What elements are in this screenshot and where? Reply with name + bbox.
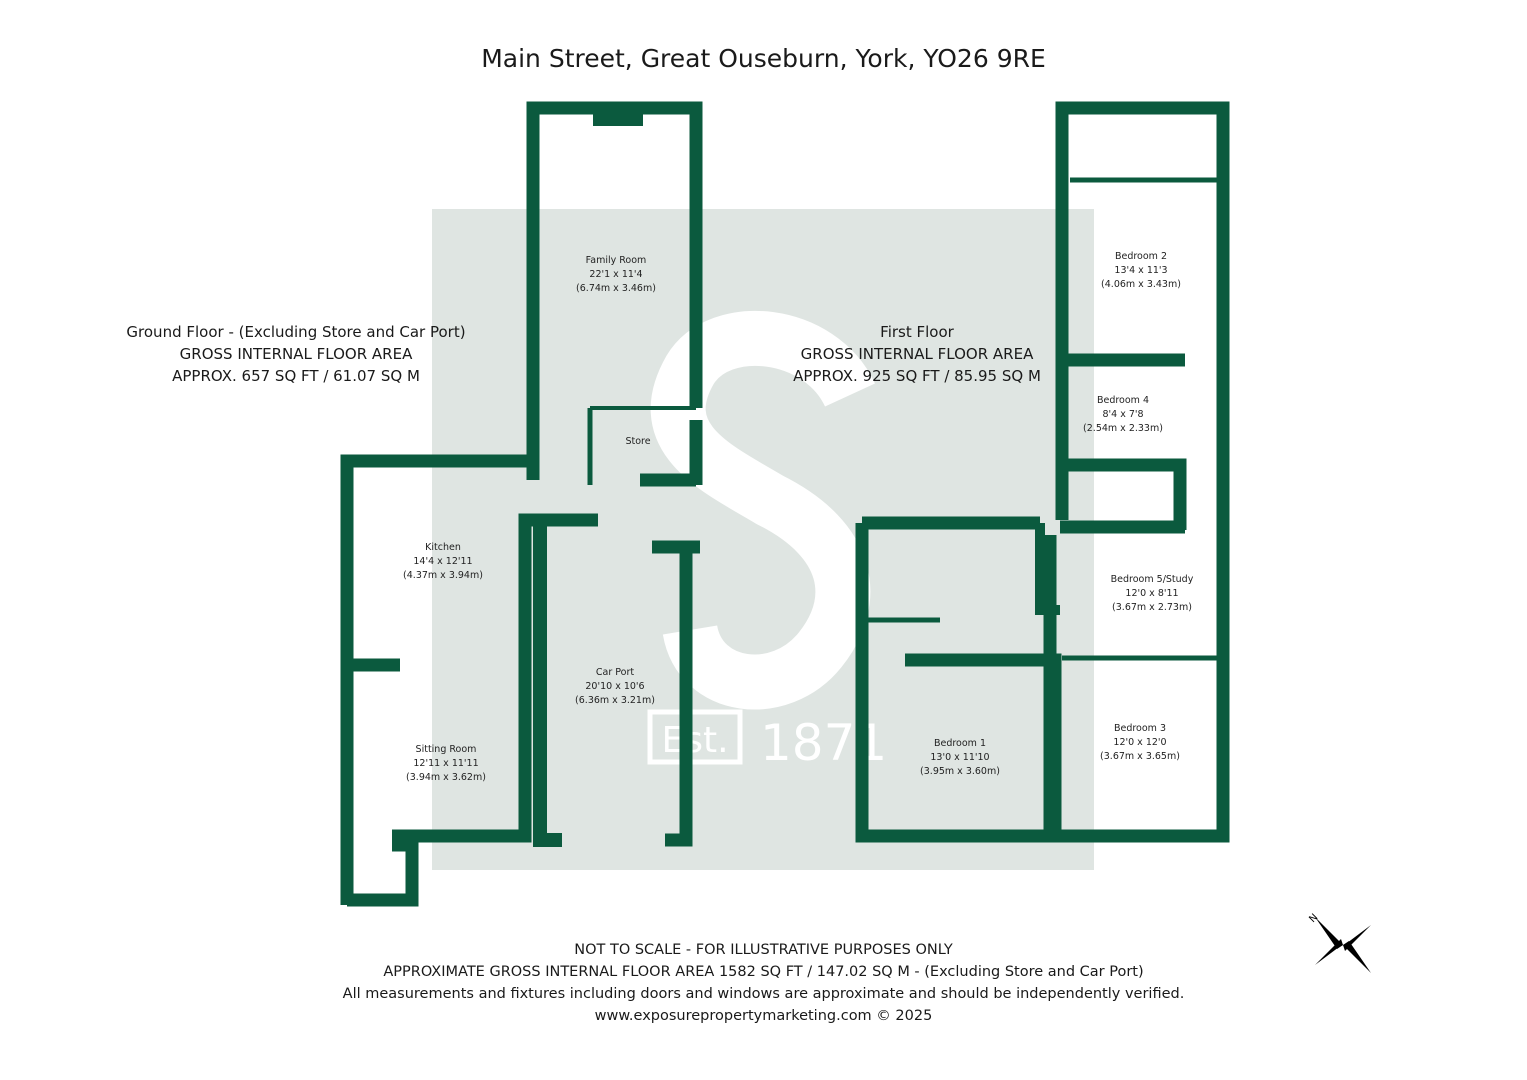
svg-text:N: N bbox=[1307, 912, 1320, 925]
scale-disclaimer: NOT TO SCALE - FOR ILLUSTRATIVE PURPOSES… bbox=[574, 942, 953, 958]
first-floor-gia-label: GROSS INTERNAL FLOOR AREA bbox=[800, 345, 1034, 363]
website-copyright: www.exposurepropertymarketing.com © 2025 bbox=[594, 1008, 933, 1024]
measurement-disclaimer: All measurements and fixtures including … bbox=[342, 986, 1185, 1002]
walls-ground-floor bbox=[340, 101, 703, 907]
room-store: Store bbox=[625, 436, 651, 447]
first-floor-area: First Floor GROSS INTERNAL FLOOR AREA AP… bbox=[717, 321, 1117, 387]
ground-floor-area: Ground Floor - (Excluding Store and Car … bbox=[96, 321, 496, 387]
ground-floor-label: Ground Floor - (Excluding Store and Car … bbox=[126, 323, 466, 341]
svg-text:Est.: Est. bbox=[661, 720, 728, 761]
footer-notes: NOT TO SCALE - FOR ILLUSTRATIVE PURPOSES… bbox=[0, 939, 1527, 1027]
ground-floor-gia-label: GROSS INTERNAL FLOOR AREA bbox=[179, 345, 413, 363]
first-floor-label: First Floor bbox=[880, 323, 954, 341]
walls-first-floor bbox=[855, 101, 1230, 843]
ground-floor-gia-value: APPROX. 657 SQ FT / 61.07 SQ M bbox=[172, 367, 420, 385]
first-floor-gia-value: APPROX. 925 SQ FT / 85.95 SQ M bbox=[793, 367, 1041, 385]
page-title: Main Street, Great Ouseburn, York, YO26 … bbox=[481, 44, 1046, 73]
total-area: APPROXIMATE GROSS INTERNAL FLOOR AREA 15… bbox=[383, 964, 1144, 980]
